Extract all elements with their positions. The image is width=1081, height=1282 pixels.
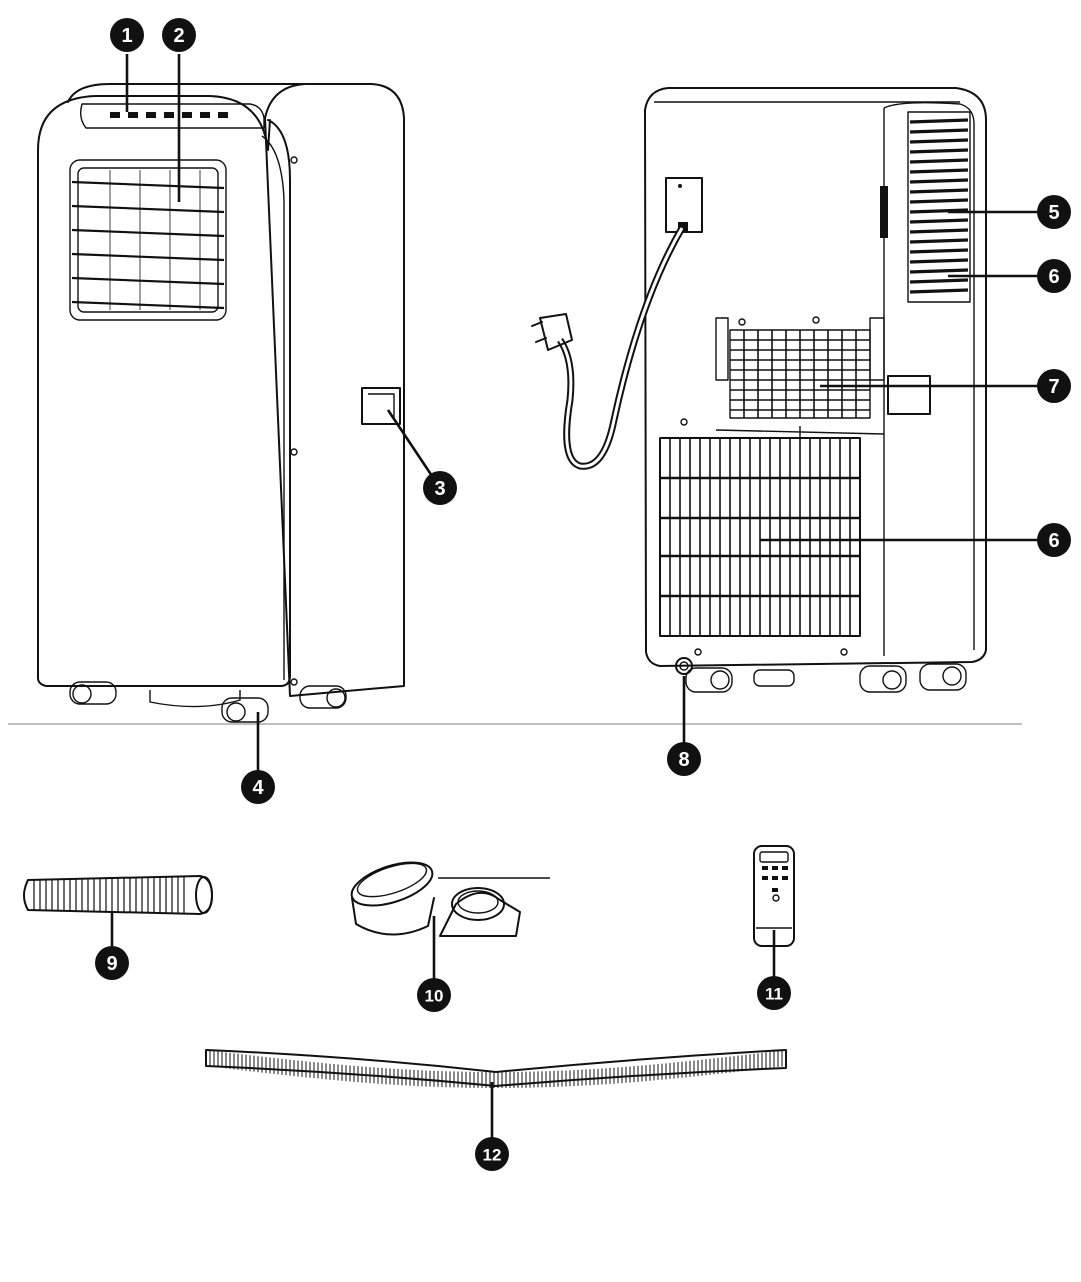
front-unit-drawing (37, 83, 405, 723)
svg-text:6: 6 (1048, 266, 1059, 288)
upper-intake-grille (909, 118, 969, 294)
svg-text:9: 9 (106, 953, 117, 975)
front-casters (69, 681, 347, 723)
svg-text:2: 2 (173, 25, 184, 47)
svg-text:4: 4 (252, 777, 264, 799)
callout-2: 2 (162, 18, 196, 52)
svg-text:5: 5 (1048, 202, 1059, 224)
callout-8: 8 (667, 742, 701, 776)
svg-text:3: 3 (434, 478, 445, 500)
hose-adapters-drawing (350, 861, 550, 937)
lower-filter-grille (669, 438, 851, 636)
remote-control-drawing (753, 845, 795, 947)
svg-text:6: 6 (1048, 530, 1059, 552)
callout-1: 1 (110, 18, 144, 52)
svg-text:1: 1 (121, 25, 132, 47)
svg-text:10: 10 (425, 987, 444, 1006)
svg-text:8: 8 (678, 749, 689, 771)
svg-text:7: 7 (1048, 376, 1059, 398)
callout-11: 11 (757, 976, 791, 1010)
callout-6-upper: 6 (1037, 259, 1071, 293)
callout-6-lower: 6 (1037, 523, 1071, 557)
svg-text:11: 11 (765, 985, 783, 1004)
callout-9: 9 (95, 946, 129, 980)
callout-7: 7 (1037, 369, 1071, 403)
callout-3: 3 (423, 471, 457, 505)
callout-12: 12 (475, 1137, 509, 1171)
callout-leaders (110, 54, 1040, 1140)
back-casters (685, 663, 967, 693)
control-panel-buttons (110, 112, 228, 118)
callout-10: 10 (417, 978, 451, 1012)
air-outlet-louvers (71, 180, 225, 310)
svg-text:12: 12 (483, 1146, 502, 1165)
drain-hose-drawing (205, 1049, 787, 1088)
exhaust-hose-drawing (23, 875, 213, 915)
callout-4: 4 (241, 770, 275, 804)
back-unit-drawing (531, 87, 987, 693)
callout-5: 5 (1037, 195, 1071, 229)
middle-filter-grid (730, 330, 870, 418)
